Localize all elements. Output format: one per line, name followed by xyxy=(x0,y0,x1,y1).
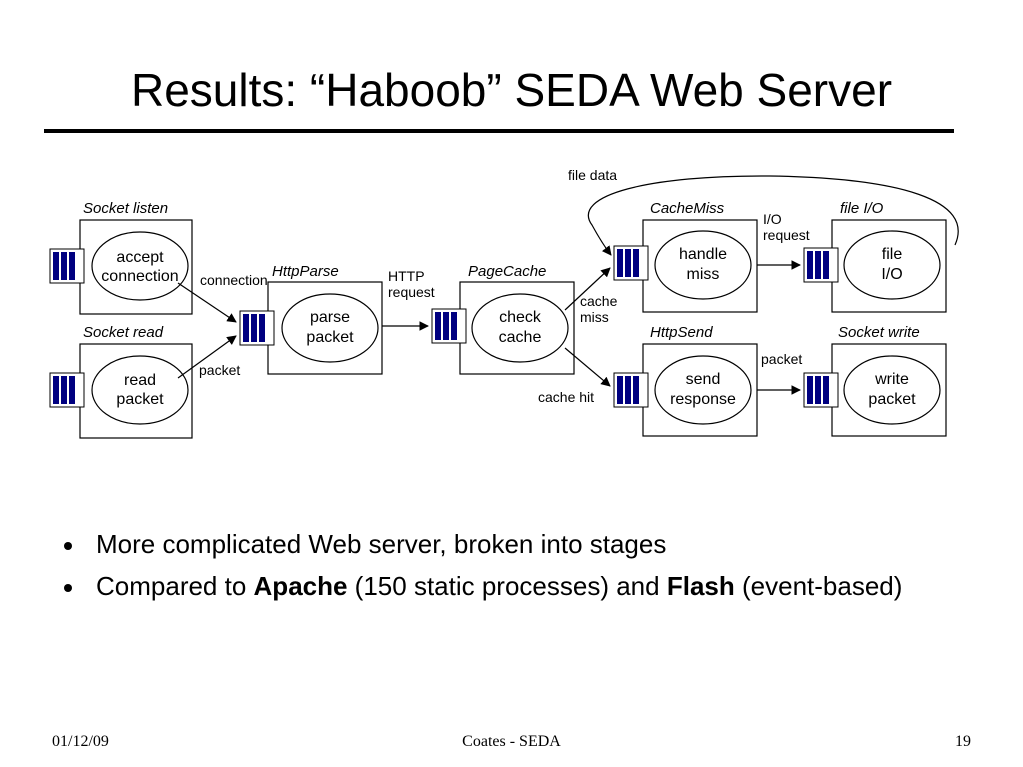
label-packet-out: packet xyxy=(761,351,802,367)
handler-line2: packet xyxy=(116,391,164,408)
event-handler-ellipse xyxy=(91,231,189,301)
handler-line2: miss xyxy=(687,266,720,283)
stage-name-http-parse: HttpParse xyxy=(272,263,339,280)
stage-name-socket-listen: Socket listen xyxy=(83,200,168,217)
stage-file-io: file I/O file I/O xyxy=(803,200,947,313)
bullet-text-part1: Compared to xyxy=(96,571,254,601)
stage-name-socket-write: Socket write xyxy=(838,324,920,341)
event-handler-ellipse xyxy=(91,355,189,425)
handler-line2: packet xyxy=(306,329,354,346)
stage-socket-read: Socket read read packet xyxy=(49,324,193,439)
edge-file-data xyxy=(587,175,959,256)
handler-line1: check xyxy=(499,309,542,326)
event-queue-icon xyxy=(613,245,649,281)
bullet-bold-apache: Apache xyxy=(253,571,348,601)
event-queue-icon xyxy=(613,372,649,408)
stage-socket-write: Socket write write packet xyxy=(803,324,947,437)
event-queue-icon xyxy=(49,248,85,284)
bullet-dot-icon xyxy=(64,584,72,592)
bullet-item: Compared to Apache (150 static processes… xyxy=(60,569,980,604)
edge-packet-in xyxy=(177,335,237,379)
handler-line2: cache xyxy=(499,329,542,346)
handler-line1: write xyxy=(874,371,909,388)
stage-socket-listen: Socket listen accept connection xyxy=(49,200,193,315)
event-queue-icon xyxy=(239,310,275,346)
footer-title: Coates - SEDA xyxy=(462,733,561,750)
edge-connection xyxy=(177,282,237,323)
edge-cache-hit xyxy=(564,347,611,387)
event-handler-ellipse xyxy=(843,355,941,425)
stage-http-send: HttpSend send response xyxy=(613,324,758,437)
event-queue-icon xyxy=(803,372,839,408)
event-handler-ellipse xyxy=(281,293,379,363)
bullet-text-part2: (150 static processes) and xyxy=(347,571,667,601)
handler-line1: handle xyxy=(679,246,727,263)
page-number: 19 xyxy=(955,733,971,750)
stage-name-socket-read: Socket read xyxy=(83,324,164,341)
label-cache-hit: cache hit xyxy=(538,389,594,405)
footer-date: 01/12/09 xyxy=(52,733,109,750)
bullet-text: More complicated Web server, broken into… xyxy=(96,529,667,559)
label-io-request-line1: I/O xyxy=(763,211,782,227)
label-cache-miss-line1: cache xyxy=(580,293,618,309)
stage-page-cache: PageCache check cache xyxy=(431,263,575,375)
label-file-data: file data xyxy=(568,167,617,183)
stage-name-file-io: file I/O xyxy=(840,200,884,217)
event-handler-ellipse xyxy=(843,230,941,300)
event-queue-icon xyxy=(803,247,839,283)
handler-line2: packet xyxy=(868,391,916,408)
bullet-text-part3: (event-based) xyxy=(734,571,903,601)
handler-line1: file xyxy=(882,246,903,263)
event-handler-ellipse xyxy=(654,230,752,300)
label-connection: connection xyxy=(200,272,268,288)
handler-line1: send xyxy=(686,371,721,388)
event-queue-icon xyxy=(431,308,467,344)
bullet-item: More complicated Web server, broken into… xyxy=(60,527,980,562)
event-handler-ellipse xyxy=(654,355,752,425)
label-http-request-line2: request xyxy=(388,284,435,300)
stage-name-cache-miss: CacheMiss xyxy=(650,200,725,217)
stage-name-http-send: HttpSend xyxy=(650,324,713,341)
handler-line2: I/O xyxy=(881,266,902,283)
handler-line2: response xyxy=(670,391,736,408)
seda-haboob-diagram: Socket listen accept connection Socket r… xyxy=(49,167,959,439)
edge-cache-miss xyxy=(564,267,611,311)
bullet-bold-flash: Flash xyxy=(666,571,735,601)
bullet-list: More complicated Web server, broken into… xyxy=(60,527,980,611)
label-http-request-line1: HTTP xyxy=(388,268,425,284)
stage-name-page-cache: PageCache xyxy=(468,263,546,280)
title-underline xyxy=(44,129,954,133)
handler-line2: connection xyxy=(101,268,178,285)
event-handler-ellipse xyxy=(471,293,569,363)
event-queue-icon xyxy=(49,372,85,408)
handler-line1: read xyxy=(124,372,156,389)
label-io-request-line2: request xyxy=(763,227,810,243)
handler-line1: parse xyxy=(310,309,350,326)
label-packet-in: packet xyxy=(199,362,240,378)
stage-cache-miss: CacheMiss handle miss xyxy=(613,200,758,313)
bullet-dot-icon xyxy=(64,542,72,550)
stage-http-parse: HttpParse parse packet xyxy=(239,263,383,375)
slide-title: Results: “Haboob” SEDA Web Server xyxy=(130,64,893,116)
label-cache-miss-line2: miss xyxy=(580,309,609,325)
handler-line1: accept xyxy=(116,249,164,266)
